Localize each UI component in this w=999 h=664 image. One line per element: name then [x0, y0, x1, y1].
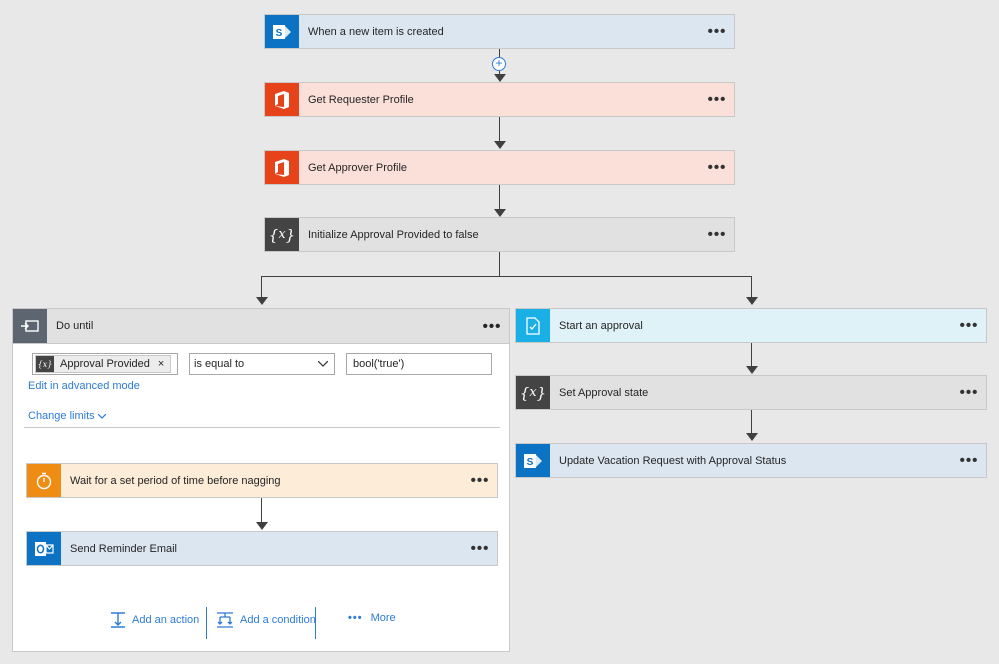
variable-icon: {x}	[265, 218, 299, 251]
divider	[315, 607, 316, 639]
connector	[751, 343, 752, 367]
office365-icon	[265, 151, 299, 184]
ellipsis-icon: •••	[348, 612, 363, 624]
arrow-icon	[746, 366, 758, 374]
more-options-icon[interactable]: •••	[707, 91, 727, 108]
arrow-icon	[494, 141, 506, 149]
step-title: Get Approver Profile	[308, 161, 408, 174]
add-condition-button[interactable]: Add a condition	[216, 612, 316, 628]
connector	[261, 276, 262, 298]
step-title: Set Approval state	[559, 386, 649, 399]
add-action-button[interactable]: Add an action	[110, 612, 199, 628]
arrow-icon	[256, 522, 268, 530]
arrow-icon	[746, 297, 758, 305]
change-limits-link[interactable]: Change limits	[28, 410, 106, 422]
connector	[499, 185, 500, 210]
send-reminder-email-card[interactable]: Send Reminder Email •••	[26, 531, 498, 566]
get-requester-profile-card[interactable]: Get Requester Profile •••	[264, 82, 735, 117]
divider	[206, 607, 207, 639]
get-approver-profile-card[interactable]: Get Approver Profile •••	[264, 150, 735, 185]
insert-step-icon[interactable]: +	[492, 57, 506, 71]
step-title: Start an approval	[559, 319, 643, 332]
timer-icon	[27, 464, 61, 497]
add-action-label: Add an action	[132, 614, 200, 626]
more-options-icon[interactable]: •••	[959, 452, 979, 469]
initialize-variable-card[interactable]: {x} Initialize Approval Provided to fals…	[264, 217, 735, 252]
outlook-icon	[27, 532, 61, 565]
step-title: Initialize Approval Provided to false	[308, 228, 479, 241]
sharepoint-icon: S	[265, 15, 299, 48]
variable-icon: {x}	[36, 356, 54, 372]
connector	[499, 252, 500, 277]
sharepoint-icon: S	[516, 444, 550, 477]
chevron-down-icon	[318, 361, 328, 367]
trigger-title: When a new item is created	[308, 25, 444, 38]
dynamic-content-token[interactable]: {x} Approval Provided ×	[35, 355, 172, 373]
loop-icon	[13, 309, 47, 343]
wait-delay-card[interactable]: Wait for a set period of time before nag…	[26, 463, 498, 498]
more-options-icon[interactable]: •••	[482, 317, 502, 335]
more-options-icon[interactable]: •••	[707, 159, 727, 176]
change-limits-label: Change limits	[28, 410, 95, 422]
step-title: Get Requester Profile	[308, 93, 414, 106]
do-until-scope: Do until ••• {x} Approval Provided × is …	[12, 308, 510, 652]
connector	[261, 498, 262, 523]
add-condition-icon	[217, 612, 233, 628]
condition-operator-select[interactable]: is equal to	[189, 353, 335, 375]
svg-text:S: S	[527, 457, 534, 468]
step-title: Update Vacation Request with Approval St…	[559, 454, 787, 467]
operator-value: is equal to	[194, 358, 245, 370]
trigger-card[interactable]: S When a new item is created •••	[264, 14, 735, 49]
add-condition-label: Add a condition	[240, 614, 316, 626]
more-label: More	[370, 612, 396, 624]
variable-icon: {x}	[516, 376, 550, 409]
start-approval-card[interactable]: Start an approval •••	[515, 308, 987, 343]
more-options-icon[interactable]: •••	[959, 317, 979, 334]
condition-left-operand[interactable]: {x} Approval Provided ×	[32, 353, 178, 375]
arrow-icon	[746, 433, 758, 441]
connector	[751, 276, 752, 298]
set-approval-state-card[interactable]: {x} Set Approval state •••	[515, 375, 987, 410]
approval-icon	[516, 309, 550, 342]
more-options-icon[interactable]: •••	[470, 472, 490, 489]
arrow-icon	[494, 74, 506, 82]
do-until-header[interactable]: Do until •••	[13, 309, 509, 344]
arrow-icon	[494, 209, 506, 217]
condition-right-operand[interactable]: bool('true')	[346, 353, 492, 375]
chevron-down-icon	[97, 413, 106, 419]
more-button[interactable]: ••• More	[348, 612, 396, 624]
add-action-icon	[111, 612, 125, 628]
step-title: Wait for a set period of time before nag…	[70, 474, 281, 487]
svg-text:S: S	[276, 28, 283, 39]
edit-advanced-mode-link[interactable]: Edit in advanced mode	[28, 380, 140, 392]
update-vacation-request-card[interactable]: S Update Vacation Request with Approval …	[515, 443, 987, 478]
office365-icon	[265, 83, 299, 116]
step-title: Send Reminder Email	[70, 542, 177, 555]
divider	[24, 427, 500, 428]
do-until-title: Do until	[56, 320, 94, 332]
connector	[751, 410, 752, 434]
more-options-icon[interactable]: •••	[707, 23, 727, 40]
arrow-icon	[256, 297, 268, 305]
value-text: bool('true')	[353, 358, 405, 370]
remove-token-icon[interactable]: ×	[157, 358, 165, 370]
connector	[499, 117, 500, 142]
more-options-icon[interactable]: •••	[707, 226, 727, 243]
token-label: Approval Provided	[60, 358, 150, 370]
more-options-icon[interactable]: •••	[470, 540, 490, 557]
more-options-icon[interactable]: •••	[959, 384, 979, 401]
branch-connector	[261, 276, 751, 277]
